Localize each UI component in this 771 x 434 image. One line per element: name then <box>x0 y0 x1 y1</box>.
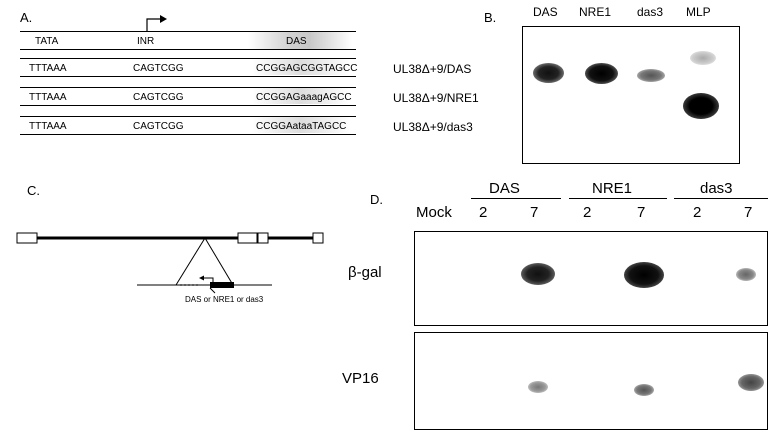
row-3-bottom-line <box>20 134 356 135</box>
row-2-das-shading <box>252 88 350 104</box>
row-1-bottom-line <box>20 76 356 77</box>
blot-label-beta-gal: β-gal <box>348 264 382 281</box>
band-beta-gal-das3-7 <box>736 268 756 281</box>
group-label-das: DAS <box>489 180 520 197</box>
group-label-das3: das3 <box>700 180 733 197</box>
band-mlp-upper <box>690 51 716 65</box>
lane-label-das3-2: 2 <box>693 204 702 221</box>
row-2-bottom-line <box>20 105 356 106</box>
lane-label-mlp: MLP <box>686 5 711 19</box>
panel-a-label: A. <box>20 10 33 25</box>
blot-beta-gal <box>414 231 768 326</box>
group-line-nre1 <box>569 198 667 199</box>
panel-b-label: B. <box>484 10 497 25</box>
header-das: DAS <box>286 36 307 47</box>
row-3-top-line <box>20 116 356 117</box>
panel-d-label: D. <box>370 192 383 207</box>
lane-label-nre1-7: 7 <box>637 204 646 221</box>
band-beta-gal-nre1-7 <box>624 262 664 288</box>
lane-label-mock: Mock <box>416 204 452 221</box>
group-label-nre1: NRE1 <box>592 180 633 197</box>
row-1-das-seq: CCGGAGCGGTAGCC <box>256 63 358 74</box>
row-2-construct: UL38Δ+9/NRE1 <box>393 91 479 105</box>
row-1-inr-seq: CAGTCGG <box>133 63 184 74</box>
row-3-das-shading <box>252 117 350 133</box>
row-3-das-seq: CCGGAataaTAGCC <box>256 121 347 132</box>
row-1-top-line <box>20 58 356 59</box>
row-2-inr-seq: CAGTCGG <box>133 92 184 103</box>
row-1-das-shading <box>252 59 350 75</box>
row-1-construct: UL38Δ+9/DAS <box>393 62 472 76</box>
group-line-das <box>471 198 561 199</box>
row-3-construct: UL38Δ+9/das3 <box>393 120 473 134</box>
band-vp16-nre1-7 <box>634 384 654 396</box>
panel-a-header-bottom-line <box>20 49 356 50</box>
lane-label-das-7: 7 <box>530 204 539 221</box>
insert-label: DAS or NRE1 or das3 <box>185 295 264 304</box>
header-tata: TATA <box>35 36 59 47</box>
row-1-tata-seq: TTTAAA <box>29 63 67 74</box>
das-region-shading <box>248 32 352 49</box>
band-mlp-lower <box>683 93 719 119</box>
lane-label-das3: das3 <box>637 5 664 19</box>
band-vp16-das3-7 <box>738 374 764 391</box>
lane-label-das: DAS <box>533 5 558 19</box>
lane-label-nre1: NRE1 <box>579 5 612 19</box>
header-inr: INR <box>137 36 155 47</box>
panel-a-top-line <box>20 31 356 32</box>
band-beta-gal-das-7 <box>521 263 555 285</box>
row-3-inr-seq: CAGTCGG <box>133 121 184 132</box>
lane-label-das3-7: 7 <box>744 204 753 221</box>
band-das3 <box>637 69 665 82</box>
band-vp16-das-7 <box>528 381 548 393</box>
blot-vp16 <box>414 332 768 430</box>
row-3-tata-seq: TTTAAA <box>29 121 67 132</box>
lane-label-das-2: 2 <box>479 204 488 221</box>
row-2-top-line <box>20 87 356 88</box>
blot-label-vp16: VP16 <box>342 370 379 387</box>
row-2-tata-seq: TTTAAA <box>29 92 67 103</box>
row-2-das-seq: CCGGAGaaagAGCC <box>256 92 352 103</box>
panel-c-label: C. <box>27 183 40 198</box>
band-nre1 <box>585 63 618 84</box>
group-line-das3 <box>674 198 768 199</box>
band-das <box>533 63 564 83</box>
lane-label-nre1-2: 2 <box>583 204 592 221</box>
